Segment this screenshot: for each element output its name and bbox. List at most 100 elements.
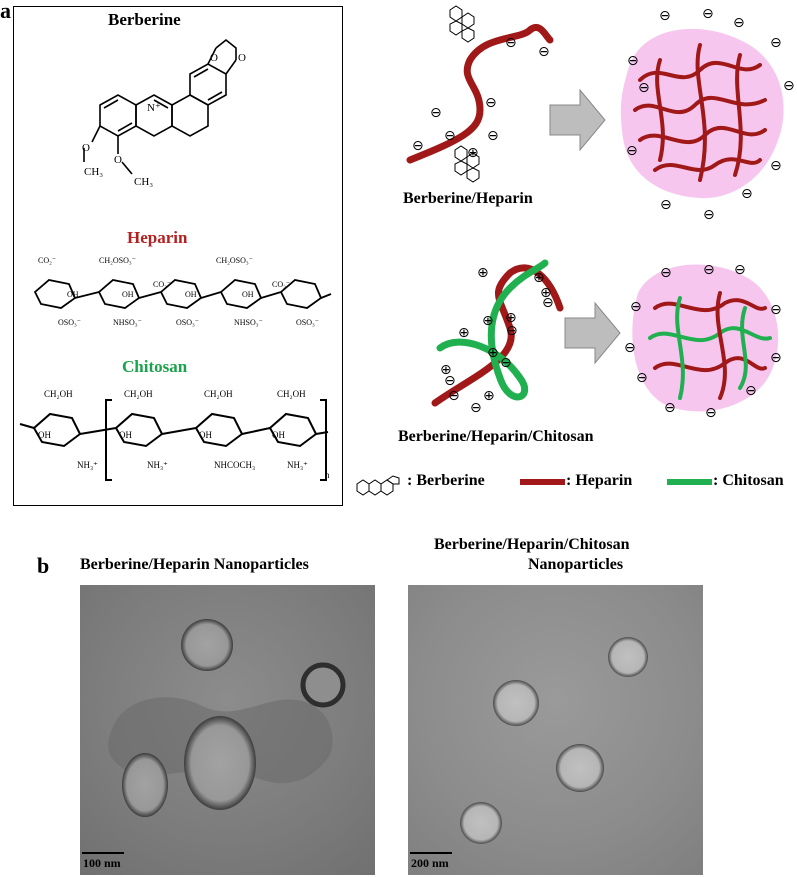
positive-charge-icon: ⊕ [440,362,452,378]
negative-charge-icon: ⊖ [703,207,715,223]
negative-charge-icon: ⊖ [703,262,715,278]
chitosan-label-2: CH₂OH [124,389,153,399]
chitosan-label-7: OH [199,430,212,440]
berberine-n-label: N⁺ [147,102,161,114]
heparin-label-9: OH [185,290,197,299]
chitosan-strand [436,259,549,401]
tem-left-title: Berberine/Heparin Nanoparticles [80,556,309,573]
heparin-label-1: CO₂⁻ [38,256,57,265]
negative-charge-icon: ⊖ [734,262,746,278]
chitosan-label-5: OH [38,430,51,440]
chitosan-label-3: CH₂OH [204,389,233,399]
negative-charge-icon: ⊖ [660,197,672,213]
berberine-o4-label: O [114,154,122,166]
negative-charge-icon: ⊖ [448,388,460,404]
berberine-o1-label: O [210,52,218,64]
negative-charge-icon: ⊖ [430,105,442,121]
heparin-label-13: NHSO₃⁻ [234,318,263,327]
negative-charge-icon: ⊖ [745,383,757,399]
berberine-o2-label: O [238,52,246,64]
berberine-ch3-label-2: CH₃ [134,176,154,188]
negative-charge-icon: ⊖ [485,95,497,111]
berberine-heparin-label: Berberine/Heparin [403,190,533,207]
positive-charge-icon: ⊕ [458,325,470,341]
heparin-label-11: NHSO₃⁻ [113,318,142,327]
negative-charge-icon: ⊖ [660,265,672,281]
negative-charge-icon: ⊖ [733,15,745,31]
berberine-molecule-icon-2 [454,145,480,183]
heparin-label-7: OH [242,290,254,299]
berberine-ch3-label: CH₃ [84,166,104,178]
chitosan-repeat-n: n [325,470,330,480]
heparin-label-3: CH₂OSO₃⁻ [216,256,253,265]
chitosan-label-8: OH [272,430,285,440]
heparin-tangle [633,43,767,182]
chitosan-title: Chitosan [122,357,188,376]
scale-bar-right-label: 200 nm [411,856,449,870]
heparin-strand [406,24,554,164]
positive-charge-icon: ⊕ [483,388,495,404]
negative-charge-icon: ⊖ [444,128,456,144]
arrow-right-icon [549,88,606,152]
heparin-label-6: CO₂⁻ [153,280,172,289]
tem-right-title-line2: Nanoparticles [528,556,624,573]
heparin-label-4: OH [67,290,79,299]
negative-charge-icon: ⊖ [500,355,512,371]
negative-charge-icon: ⊖ [636,370,648,386]
berberine-molecule-icon [449,5,475,43]
chitosan-label-6: OH [119,430,132,440]
negative-charge-icon: ⊖ [659,8,671,24]
negative-charge-icon: ⊖ [705,405,717,421]
positive-charge-icon: ⊕ [477,265,489,281]
negative-charge-icon: ⊖ [626,143,638,159]
chitosan-structure [19,399,329,481]
heparin-label-12: OSO₃⁻ [176,318,200,327]
heparin-label-2: CH₂OSO₃⁻ [99,256,136,265]
positive-charge-icon: ⊕ [533,270,545,286]
negative-charge-icon: ⊖ [630,299,642,315]
negative-charge-icon: ⊖ [770,158,782,174]
heparin-label-14: OSO₃⁻ [296,318,320,327]
negative-charge-icon: ⊖ [783,78,795,94]
negative-charge-icon: ⊖ [770,35,782,51]
heparin-title: Heparin [127,228,188,247]
chitosan-label-12: NH₃⁺ [287,460,308,470]
negative-charge-icon: ⊖ [664,400,676,416]
tem-image-chitosan [408,585,703,875]
tem-image-heparin [80,585,375,875]
negative-charge-icon: ⊖ [470,400,482,416]
core-tangle [648,291,772,400]
berberine-heparin-chitosan-label: Berberine/Heparin/Chitosan [398,428,594,445]
panel-a-label: a [0,0,11,23]
heparin-structure [33,279,332,309]
heparin-label-8: CO₂⁻ [272,280,291,289]
heparin-legend-swatch [520,479,565,485]
negative-charge-icon: ⊖ [542,295,554,311]
negative-charge-icon: ⊖ [538,44,550,60]
legend-chitosan: : Chitosan [713,472,784,489]
legend-berberine: : Berberine [407,472,485,489]
chitosan-label-11: NHCOCH₃ [214,460,256,470]
negative-charge-icon: ⊖ [770,350,782,366]
negative-charge-icon: ⊖ [624,340,636,356]
negative-charge-icon: ⊖ [505,35,517,51]
legend-heparin: : Heparin [566,472,633,489]
chitosan-label-1: CH₂OH [44,389,73,399]
tem-right-title-line1: Berberine/Heparin/Chitosan [434,536,630,553]
chitosan-label-10: NH₃⁺ [147,460,168,470]
berberine-legend-icon [356,475,400,496]
scale-bar-left-label: 100 nm [83,856,121,870]
arrow-right-icon-2 [564,301,621,365]
negative-charge-icon: ⊖ [638,80,650,96]
positive-charge-icon: ⊕ [467,145,479,161]
negative-charge-icon: ⊖ [444,373,456,389]
berberine-structure [83,38,237,175]
negative-charge-icon: ⊖ [412,138,424,154]
heparin-label-10: OSO₃⁻ [58,318,82,327]
scheme-berberine-heparin-chitosan [431,259,779,412]
chitosan-label-4: CH₂OH [277,389,306,399]
negative-charge-icon: ⊖ [702,6,714,22]
berberine-title: Berberine [108,10,181,29]
positive-charge-icon: ⊕ [487,345,499,361]
negative-charge-icon: ⊖ [741,186,753,202]
